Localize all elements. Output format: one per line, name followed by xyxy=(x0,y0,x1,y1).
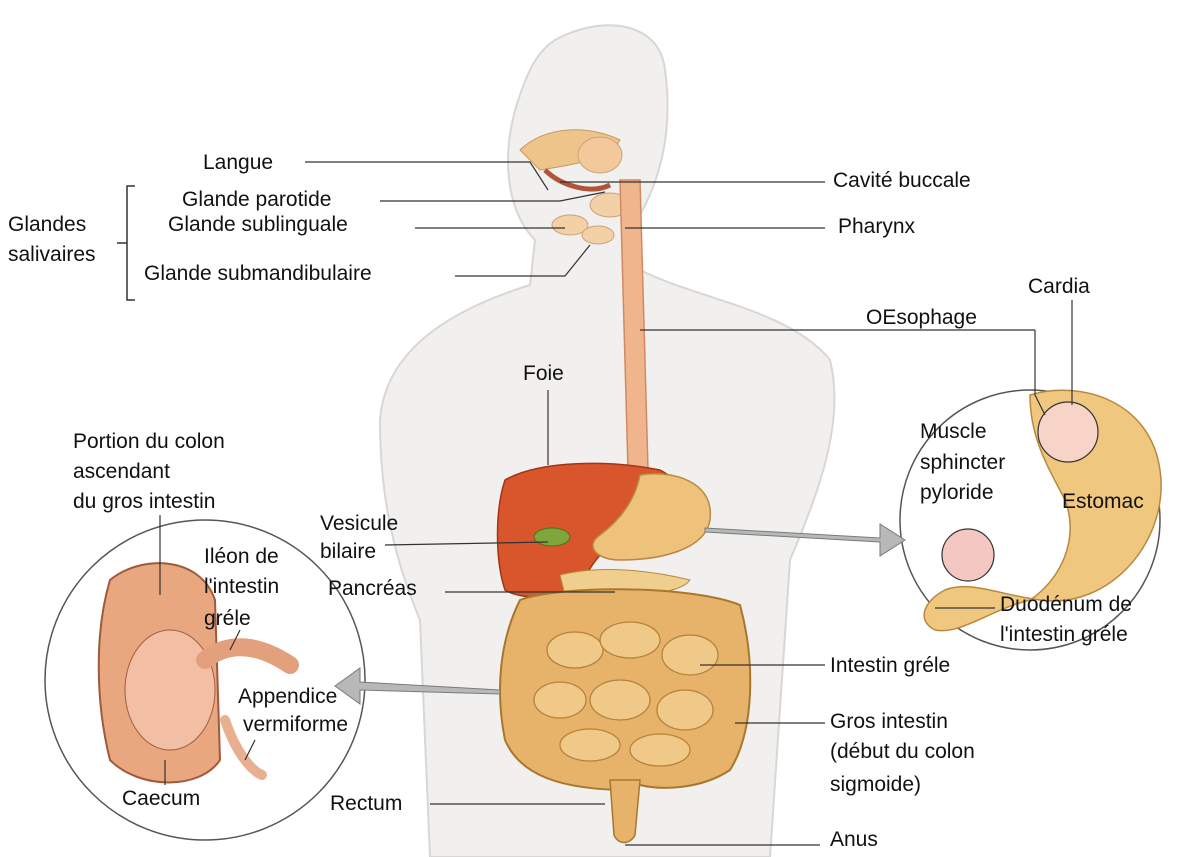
label-gros-intestin-line2: (début du colon xyxy=(830,740,975,764)
label-duodenum-line2: l'intestin gréle xyxy=(1000,623,1128,647)
label-pancreas: Pancréas xyxy=(328,577,417,601)
label-ileon-line1: Iléon de xyxy=(204,545,279,569)
label-vesicule-line2: bilaire xyxy=(320,540,376,564)
label-duodenum-line1: Duodénum de xyxy=(1000,593,1132,617)
label-ileon-line2: l'intestin xyxy=(204,575,279,599)
label-glande-sublinguale: Glande sublinguale xyxy=(168,213,348,237)
label-glande-parotide: Glande parotide xyxy=(182,188,331,212)
label-vesicule-line1: Vesicule xyxy=(320,512,398,536)
label-estomac: Estomac xyxy=(1062,490,1144,514)
label-appendice-line1: Appendice xyxy=(238,685,337,709)
label-portion-line2: ascendant xyxy=(73,460,170,484)
label-portion-line3: du gros intestin xyxy=(73,490,215,514)
salivary-bracket xyxy=(117,186,135,300)
gallbladder xyxy=(534,528,570,546)
label-intestin-grele: Intestin gréle xyxy=(830,654,950,678)
label-muscle-line3: pyloride xyxy=(920,481,994,505)
label-appendice-line2: vermiforme xyxy=(243,713,348,737)
label-glandes-line2: salivaires xyxy=(8,243,96,267)
label-gros-intestin-line3: sigmoide) xyxy=(830,773,921,797)
label-rectum: Rectum xyxy=(330,792,402,816)
label-portion-line1: Portion du colon xyxy=(73,430,225,454)
label-pharynx: Pharynx xyxy=(838,215,915,239)
label-glande-submandibulaire: Glande submandibulaire xyxy=(144,262,372,286)
label-muscle-line1: Muscle xyxy=(920,420,987,444)
label-caecum: Caecum xyxy=(122,787,200,811)
label-foie: Foie xyxy=(523,362,564,386)
label-cavite-buccale: Cavité buccale xyxy=(833,169,971,193)
label-oesophage: OEsophage xyxy=(866,306,977,330)
label-muscle-line2: sphincter xyxy=(920,451,1005,475)
label-anus: Anus xyxy=(830,828,878,852)
label-ileon-line3: gréle xyxy=(204,607,251,631)
label-langue: Langue xyxy=(203,151,273,175)
rectum xyxy=(610,780,640,843)
label-glandes-line1: Glandes xyxy=(8,213,86,237)
label-cardia: Cardia xyxy=(1028,275,1090,299)
label-gros-intestin-line1: Gros intestin xyxy=(830,710,948,734)
